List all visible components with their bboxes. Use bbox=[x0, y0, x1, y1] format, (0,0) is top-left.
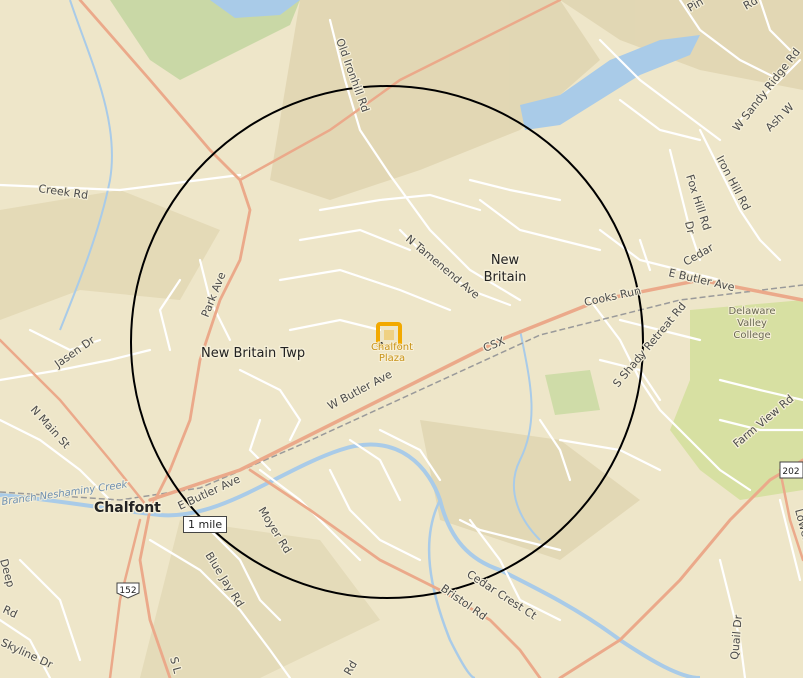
scale-label: 1 mile bbox=[183, 516, 228, 533]
park-area-north bbox=[110, 0, 300, 80]
label-quail-dr: Quail Dr bbox=[728, 614, 745, 660]
label-skyline-dr: Skyline Dr bbox=[0, 636, 55, 672]
park-small bbox=[545, 370, 600, 415]
lake-top bbox=[210, 0, 300, 18]
label-delaware-2: Valley bbox=[737, 318, 767, 329]
label-rd-bottom: Rd bbox=[341, 658, 360, 677]
label-delaware-3: College bbox=[733, 330, 770, 341]
label-plaza-2: Plaza bbox=[379, 353, 405, 364]
label-ash: Ash W bbox=[763, 100, 797, 134]
label-n-main-st: N Main St bbox=[28, 403, 73, 451]
stream-south bbox=[427, 499, 476, 678]
label-creek-rd: Creek Rd bbox=[38, 182, 89, 202]
label-cooks-run: Cooks Run bbox=[583, 284, 642, 309]
label-new-britain-1: New bbox=[491, 253, 520, 268]
stream-east bbox=[512, 329, 541, 541]
label-iron-hill-rd: Iron Hill Rd bbox=[713, 153, 753, 212]
label-chalfont: Chalfont bbox=[94, 500, 161, 516]
label-cedar: Cedar bbox=[681, 241, 716, 269]
location-marker-icon[interactable] bbox=[376, 322, 402, 348]
stream-neshaminy bbox=[0, 442, 701, 678]
railroad-csx bbox=[0, 284, 803, 501]
stream-north bbox=[59, 0, 113, 331]
label-jasen-dr: Jasen Dr bbox=[51, 333, 97, 371]
label-delaware-1: Delaware bbox=[728, 306, 775, 317]
route-152-label: 152 bbox=[119, 586, 136, 596]
route-shield-202: 202 bbox=[779, 461, 803, 479]
buffer-ring bbox=[130, 85, 644, 599]
route-shield-152: 152 bbox=[116, 582, 140, 599]
label-deep: Deep bbox=[0, 557, 17, 588]
label-rd-left: Rd bbox=[1, 603, 20, 621]
route-202-label: 202 bbox=[782, 467, 799, 477]
label-plaza-1: Chalfont bbox=[371, 342, 413, 353]
lake-right bbox=[520, 35, 700, 130]
label-s-l: S L bbox=[167, 655, 184, 675]
label-e-butler-ave-east: E Butler Ave bbox=[667, 266, 736, 294]
label-w-butler-ave: W Butler Ave bbox=[325, 368, 394, 413]
label-new-britain-2: Britain bbox=[484, 270, 527, 285]
park-delaware-valley-college bbox=[670, 300, 803, 500]
label-new-britain-twp: New Britain Twp bbox=[201, 346, 305, 361]
label-dr: Dr bbox=[682, 220, 698, 236]
